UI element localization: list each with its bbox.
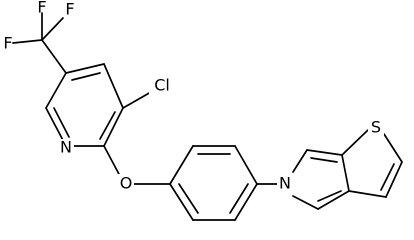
bond-pyrrole-n-c1: [292, 149, 308, 173]
atom-label-f: F: [3, 34, 12, 53]
bond-pyrrole-c3a-c3: [317, 190, 350, 210]
bond-pyrrole-double-1: [310, 157, 338, 163]
label-mask: [368, 118, 384, 138]
bond-pyr-double-1: [71, 72, 101, 81]
bond-c-cl: [122, 91, 152, 109]
bond-pyr-double-2: [99, 111, 116, 140]
atom-label-f: F: [65, 0, 74, 19]
bond-bz-4: [234, 183, 258, 221]
bond-pyrrole-double-2: [317, 190, 342, 202]
bond-pyr-c3-c2: [103, 107, 124, 147]
bond-thio-c6a-s: [341, 129, 369, 156]
structure-diagram: F F F Cl N O N S: [3, 0, 403, 221]
bond-bz-6: [169, 183, 194, 221]
atom-label-nitrogen: N: [60, 138, 72, 157]
trifluoromethyl-group: [12, 12, 67, 74]
bond-thio-c2-c3: [385, 161, 403, 198]
bond-pyr-double-3: [53, 107, 70, 138]
bond-pyr-c4-c3: [103, 63, 124, 109]
bond-bz-3: [234, 145, 258, 185]
thiophene-ring: [341, 129, 403, 198]
label-mask: [149, 76, 175, 96]
bond-bz-1: [169, 145, 194, 185]
atom-label-f: F: [37, 0, 46, 17]
atom-label-chlorine: Cl: [154, 76, 170, 95]
bond-bz-double-3: [178, 183, 199, 214]
bond-thio-s-c2: [383, 133, 403, 163]
bond-pyrrole-c1-c6a: [306, 149, 343, 156]
bond-c-f-right: [41, 17, 64, 41]
label-mask: [58, 139, 74, 157]
pyridine-ring: [45, 63, 124, 147]
atom-label-nitrogen: N: [279, 174, 291, 193]
bond-pyrrole-fusion: [341, 154, 350, 192]
bond-thio-c3-c3a: [348, 190, 387, 198]
atom-label-sulfur: S: [371, 118, 381, 137]
bond-c-o: [103, 145, 121, 177]
benzene-ring: [169, 145, 258, 221]
bond-pyr-c6-c5: [45, 72, 67, 109]
bond-bz-double-2: [229, 183, 249, 214]
bond-c-f-left: [12, 39, 43, 44]
bond-thio-double: [380, 163, 395, 191]
pyrrole-ring: [292, 149, 350, 210]
bond-pyr-c5-c4: [65, 63, 105, 74]
label-mask: [277, 174, 294, 193]
structure-canvas: F F F Cl N O N S: [3, 0, 403, 221]
label-mask: [118, 174, 134, 193]
atom-label-oxygen: O: [120, 174, 133, 193]
bond-pyrrole-c3-n: [292, 195, 319, 210]
bond-cf3-ring: [41, 39, 67, 74]
